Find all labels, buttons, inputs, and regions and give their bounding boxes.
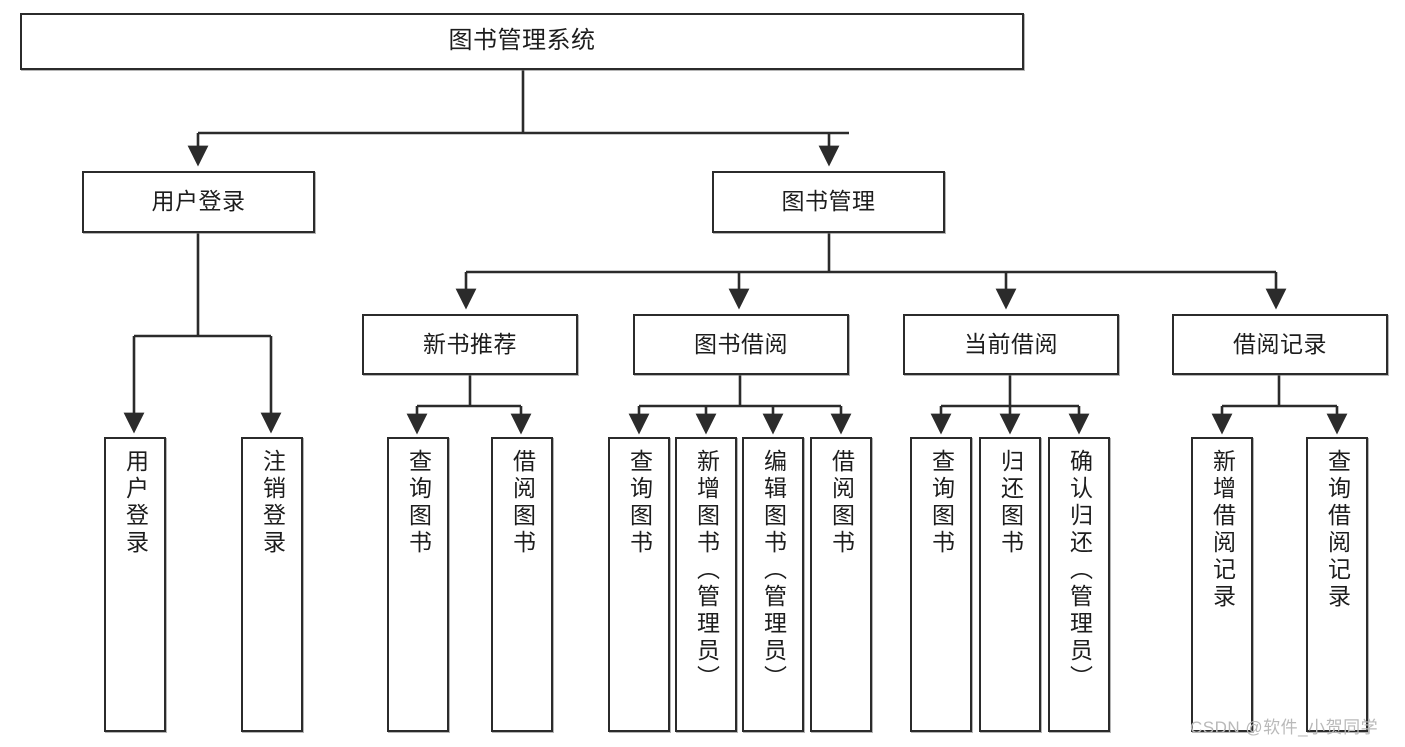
node-leaf-user-login-label: 用户登录	[122, 449, 149, 557]
node-leaf-return-book-label: 归还图书	[997, 449, 1024, 557]
node-book-borrow-label: 图书借阅	[694, 330, 788, 357]
node-leaf-query-book-3[interactable]: 查询图书	[910, 437, 972, 732]
node-current-borrow[interactable]: 当前借阅	[903, 314, 1119, 375]
node-leaf-query-book-2[interactable]: 查询图书	[608, 437, 670, 732]
watermark-text: CSDN @软件_小贺同学	[1190, 718, 1379, 737]
node-leaf-query-book-3-label: 查询图书	[928, 449, 955, 557]
node-leaf-borrow-book-1[interactable]: 借阅图书	[491, 437, 553, 732]
node-book-borrow[interactable]: 图书借阅	[633, 314, 849, 375]
node-leaf-borrow-book-2-label: 借阅图书	[828, 449, 855, 557]
node-leaf-edit-book[interactable]: 编辑图书（管理员）	[742, 437, 804, 732]
node-leaf-add-book-label: 新增图书（管理员）	[693, 449, 720, 692]
node-leaf-query-book-1[interactable]: 查询图书	[387, 437, 449, 732]
node-leaf-borrow-book-1-label: 借阅图书	[509, 449, 536, 557]
node-leaf-edit-book-label: 编辑图书（管理员）	[760, 449, 787, 692]
node-book-manage[interactable]: 图书管理	[712, 171, 945, 233]
node-leaf-confirm-return[interactable]: 确认归还（管理员）	[1048, 437, 1110, 732]
node-leaf-add-record-label: 新增借阅记录	[1209, 449, 1236, 611]
node-current-borrow-label: 当前借阅	[964, 330, 1058, 357]
node-book-manage-label: 图书管理	[781, 188, 876, 215]
node-root[interactable]: 图书管理系统	[20, 13, 1024, 70]
node-new-book-rec-label: 新书推荐	[423, 330, 517, 357]
node-user-login[interactable]: 用户登录	[82, 171, 315, 233]
node-borrow-record[interactable]: 借阅记录	[1172, 314, 1388, 375]
node-leaf-query-book-1-label: 查询图书	[405, 449, 432, 557]
node-leaf-add-book[interactable]: 新增图书（管理员）	[675, 437, 737, 732]
node-leaf-query-book-2-label: 查询图书	[626, 449, 653, 557]
node-leaf-user-login[interactable]: 用户登录	[104, 437, 166, 732]
node-leaf-return-book[interactable]: 归还图书	[979, 437, 1041, 732]
node-leaf-confirm-return-label: 确认归还（管理员）	[1066, 449, 1093, 692]
node-leaf-logout[interactable]: 注销登录	[241, 437, 303, 732]
node-root-label: 图书管理系统	[448, 27, 596, 55]
node-leaf-borrow-book-2[interactable]: 借阅图书	[810, 437, 872, 732]
node-new-book-rec[interactable]: 新书推荐	[362, 314, 578, 375]
node-leaf-logout-label: 注销登录	[259, 449, 286, 557]
node-user-login-label: 用户登录	[151, 188, 246, 215]
node-leaf-add-record[interactable]: 新增借阅记录	[1191, 437, 1253, 732]
node-borrow-record-label: 借阅记录	[1233, 330, 1327, 357]
node-leaf-query-record-label: 查询借阅记录	[1324, 449, 1351, 611]
node-leaf-query-record[interactable]: 查询借阅记录	[1306, 437, 1368, 732]
